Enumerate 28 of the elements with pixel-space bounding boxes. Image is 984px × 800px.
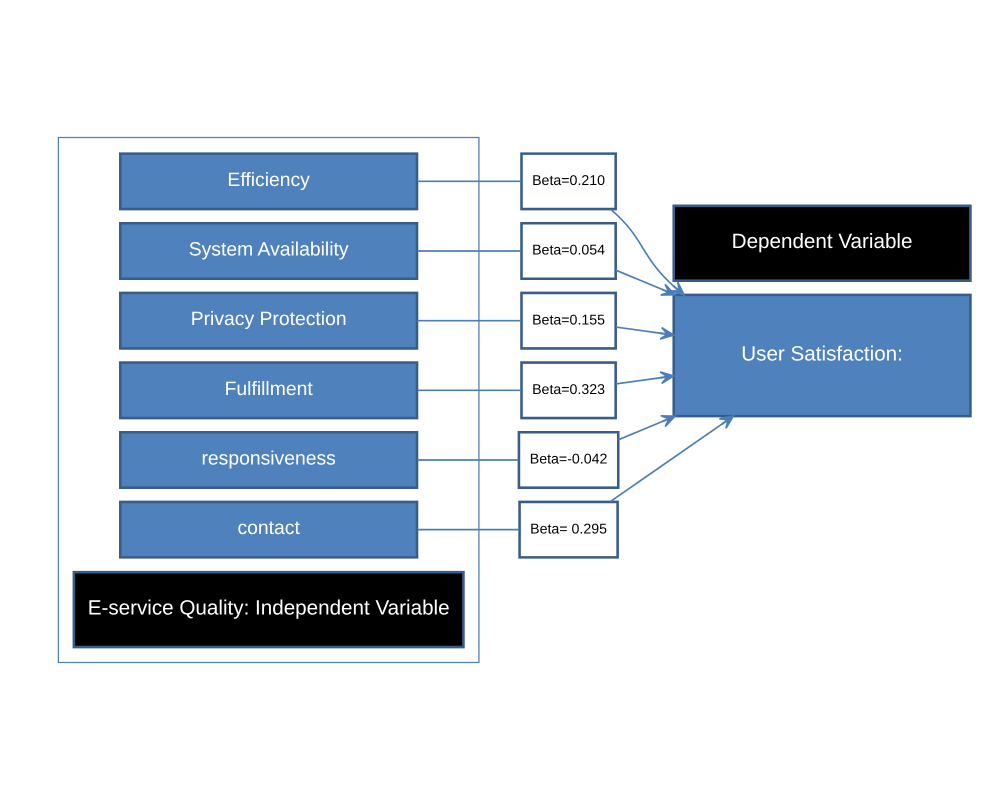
node-box: contact — [119, 500, 418, 559]
connector — [417, 459, 519, 461]
arrow — [616, 371, 675, 385]
node-box: Beta=-0.042 — [518, 430, 620, 490]
node-box: Efficiency — [119, 152, 418, 210]
node-box: Beta=0.210 — [520, 152, 617, 210]
connector — [417, 180, 522, 182]
connector — [417, 528, 520, 530]
connector — [417, 389, 522, 392]
cluster — [58, 136, 480, 664]
arrow — [610, 415, 734, 502]
arrow — [616, 326, 675, 340]
node-box: Beta=0.323 — [520, 361, 617, 420]
arrow — [616, 269, 676, 296]
node-box: Beta= 0.295 — [518, 500, 619, 559]
node-box: E-service Quality: Independent Variable — [72, 570, 465, 648]
connector — [417, 250, 522, 252]
node-box: responsiveness — [119, 430, 418, 490]
node-box: System Availability — [119, 222, 418, 280]
node-box: Dependent Variable — [672, 204, 972, 282]
arrow — [618, 415, 676, 441]
connector — [417, 320, 522, 322]
node-box: Privacy Protection — [119, 292, 418, 350]
node-box: Beta=0.155 — [520, 292, 617, 350]
node-box: Fulfillment — [119, 361, 418, 420]
node-box: User Satisfaction: — [672, 294, 972, 418]
node-box: Beta=0.054 — [520, 222, 617, 280]
arrow — [610, 208, 685, 296]
